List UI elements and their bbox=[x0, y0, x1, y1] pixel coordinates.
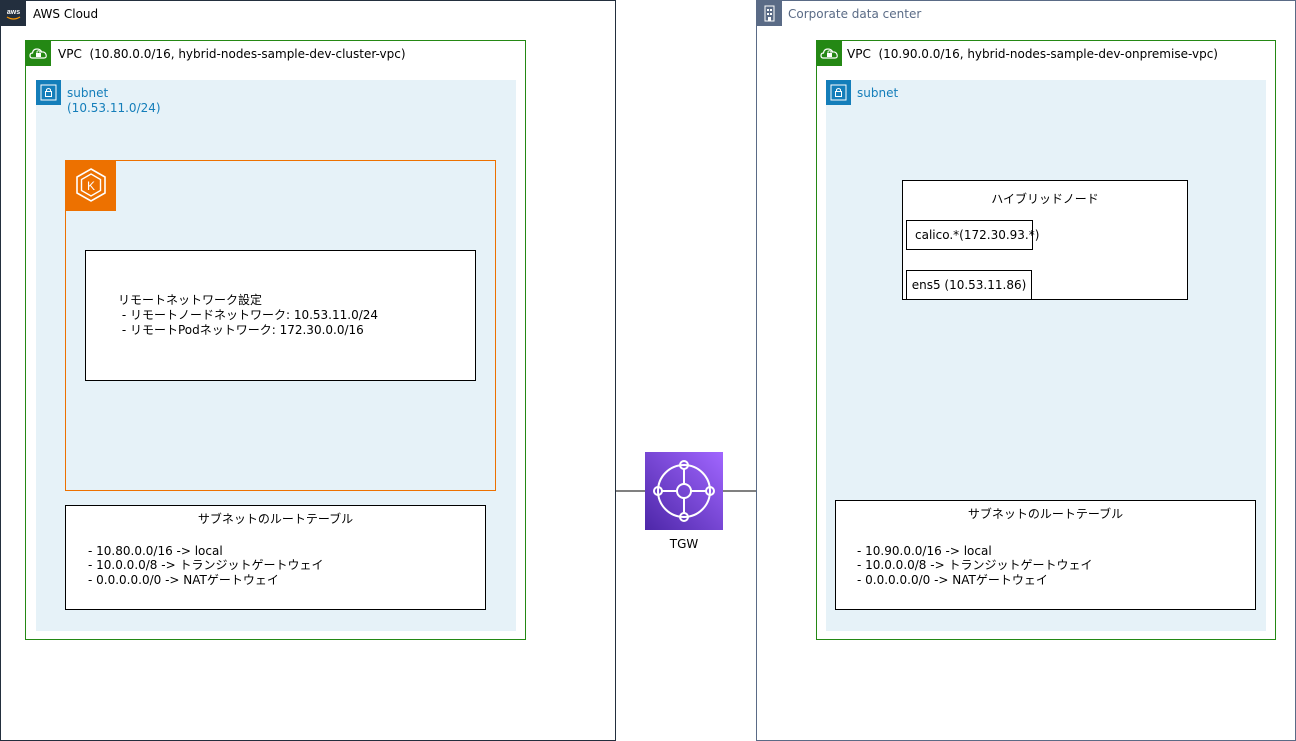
left-subnet-cidr: (10.53.11.0/24) bbox=[67, 101, 161, 115]
right-subnet-label: subnet bbox=[857, 86, 899, 100]
remote-network-line: - リモートノードネットワーク: 10.53.11.0/24 bbox=[118, 308, 379, 322]
left-vpc-label: VPC (10.80.0.0/16, hybrid-nodes-sample-d… bbox=[58, 47, 406, 61]
remote-network-settings: リモートネットワーク設定 - リモートノードネットワーク: 10.53.11.0… bbox=[85, 250, 476, 381]
building-icon bbox=[757, 1, 782, 26]
hybrid-node-title: ハイブリッドノード bbox=[991, 192, 1099, 206]
corporate-data-center-label: Corporate data center bbox=[788, 7, 922, 21]
left-vpc: VPC (10.80.0.0/16, hybrid-nodes-sample-d… bbox=[25, 40, 526, 640]
route-entry: - 10.0.0.0/8 -> トランジットゲートウェイ bbox=[88, 558, 324, 572]
subnet-lock-icon bbox=[826, 80, 851, 105]
aws-cloud-label: AWS Cloud bbox=[33, 7, 99, 21]
route-entry: - 10.90.0.0/16 -> local bbox=[857, 544, 992, 558]
subnet-lock-icon bbox=[36, 80, 61, 105]
route-entry: - 10.0.0.0/8 -> トランジットゲートウェイ bbox=[857, 558, 1093, 572]
vpc-cloud-lock-icon bbox=[26, 41, 51, 66]
ens5-interface: ens5 (10.53.11.86) bbox=[906, 270, 1032, 300]
eks-cluster: K bbox=[65, 160, 496, 491]
transit-gateway-icon bbox=[645, 452, 723, 530]
right-route-table-title: サブネットのルートテーブル bbox=[967, 507, 1124, 521]
route-entry: - 10.80.0.0/16 -> local bbox=[88, 544, 223, 558]
left-subnet-label: subnet bbox=[67, 86, 109, 100]
tgw-label: TGW bbox=[669, 537, 699, 551]
calico-interface: calico.*(172.30.93.*) bbox=[906, 220, 1039, 250]
eks-icon: K bbox=[66, 161, 116, 211]
svg-text:K: K bbox=[87, 179, 95, 193]
vpc-cloud-lock-icon bbox=[817, 41, 842, 66]
left-route-table-title: サブネットのルートテーブル bbox=[197, 512, 354, 526]
remote-network-line: - リモートPodネットワーク: 172.30.0.0/16 bbox=[118, 323, 364, 337]
left-route-table: サブネットのルートテーブル - 10.80.0.0/16 -> local - … bbox=[65, 505, 486, 610]
calico-label: calico.*(172.30.93.*) bbox=[915, 228, 1040, 242]
route-entry: - 0.0.0.0.0/0 -> NATゲートウェイ bbox=[857, 573, 1048, 587]
right-vpc-label: VPC (10.90.0.0/16, hybrid-nodes-sample-d… bbox=[847, 47, 1218, 61]
aws-logo-icon: aws bbox=[1, 1, 26, 26]
route-entry: - 0.0.0.0.0/0 -> NATゲートウェイ bbox=[88, 573, 279, 587]
right-route-table: サブネットのルートテーブル - 10.90.0.0/16 -> local - … bbox=[835, 500, 1256, 610]
right-vpc: VPC (10.90.0.0/16, hybrid-nodes-sample-d… bbox=[816, 40, 1276, 640]
svg-text:aws: aws bbox=[7, 9, 20, 16]
ens5-label: ens5 (10.53.11.86) bbox=[911, 278, 1027, 292]
remote-network-title: リモートネットワーク設定 bbox=[118, 293, 263, 307]
